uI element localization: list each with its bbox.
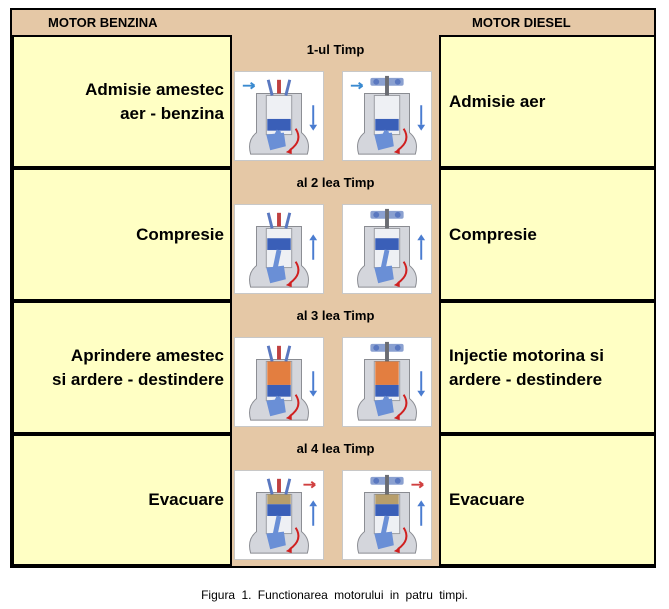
stroke-3-title: al 3 lea Timp — [296, 308, 375, 323]
diesel-engine-header: MOTOR DIESEL — [472, 15, 571, 30]
stroke-2-title: al 2 lea Timp — [296, 175, 375, 190]
gasoline-engine-cutaway-icon — [234, 71, 324, 161]
gasoline-stroke-4-label: Evacuare — [148, 490, 224, 509]
gasoline-engine-cutaway-icon — [234, 337, 324, 427]
diesel-stroke-3-label: Injectie motorina si ardere - destindere — [449, 345, 604, 389]
gasoline-stroke-1-cell: Admisie amestec aer - benzina — [12, 35, 232, 168]
diesel-engine-cutaway-icon — [342, 470, 432, 560]
stroke-1-title: 1-ul Timp — [306, 42, 365, 57]
figure-caption: Figura 1. Functionarea motorului in patr… — [201, 588, 468, 602]
diesel-stroke-4-label: Evacuare — [449, 490, 525, 509]
diesel-engine-cutaway-icon — [342, 337, 432, 427]
diesel-stroke-4-cell: Evacuare — [439, 434, 656, 566]
diesel-engine-cutaway-icon — [342, 204, 432, 294]
stroke-4-title: al 4 lea Timp — [296, 441, 375, 456]
gasoline-engine-cutaway-icon — [234, 204, 324, 294]
diesel-stroke-2-cell: Compresie — [439, 168, 656, 301]
gasoline-engine-header: MOTOR BENZINA — [48, 15, 158, 30]
gasoline-stroke-2-cell: Compresie — [12, 168, 232, 301]
gasoline-stroke-2-label: Compresie — [136, 224, 224, 244]
diesel-stroke-2-label: Compresie — [449, 224, 537, 244]
four-stroke-diagram: MOTOR BENZINA MOTOR DIESEL Admisie amest… — [10, 8, 656, 568]
diesel-stroke-3-cell: Injectie motorina si ardere - destindere — [439, 301, 656, 434]
gasoline-engine-cutaway-icon — [234, 470, 324, 560]
gasoline-stroke-4-cell: Evacuare — [12, 434, 232, 566]
gasoline-stroke-1-label: Admisie amestec aer - benzina — [85, 79, 224, 123]
diesel-stroke-1-cell: Admisie aer — [439, 35, 656, 168]
diesel-stroke-1-label: Admisie aer — [449, 91, 546, 111]
gasoline-stroke-3-label: Aprindere amestec si ardere - destindere — [52, 345, 224, 389]
diesel-engine-cutaway-icon — [342, 71, 432, 161]
gasoline-stroke-3-cell: Aprindere amestec si ardere - destindere — [12, 301, 232, 434]
